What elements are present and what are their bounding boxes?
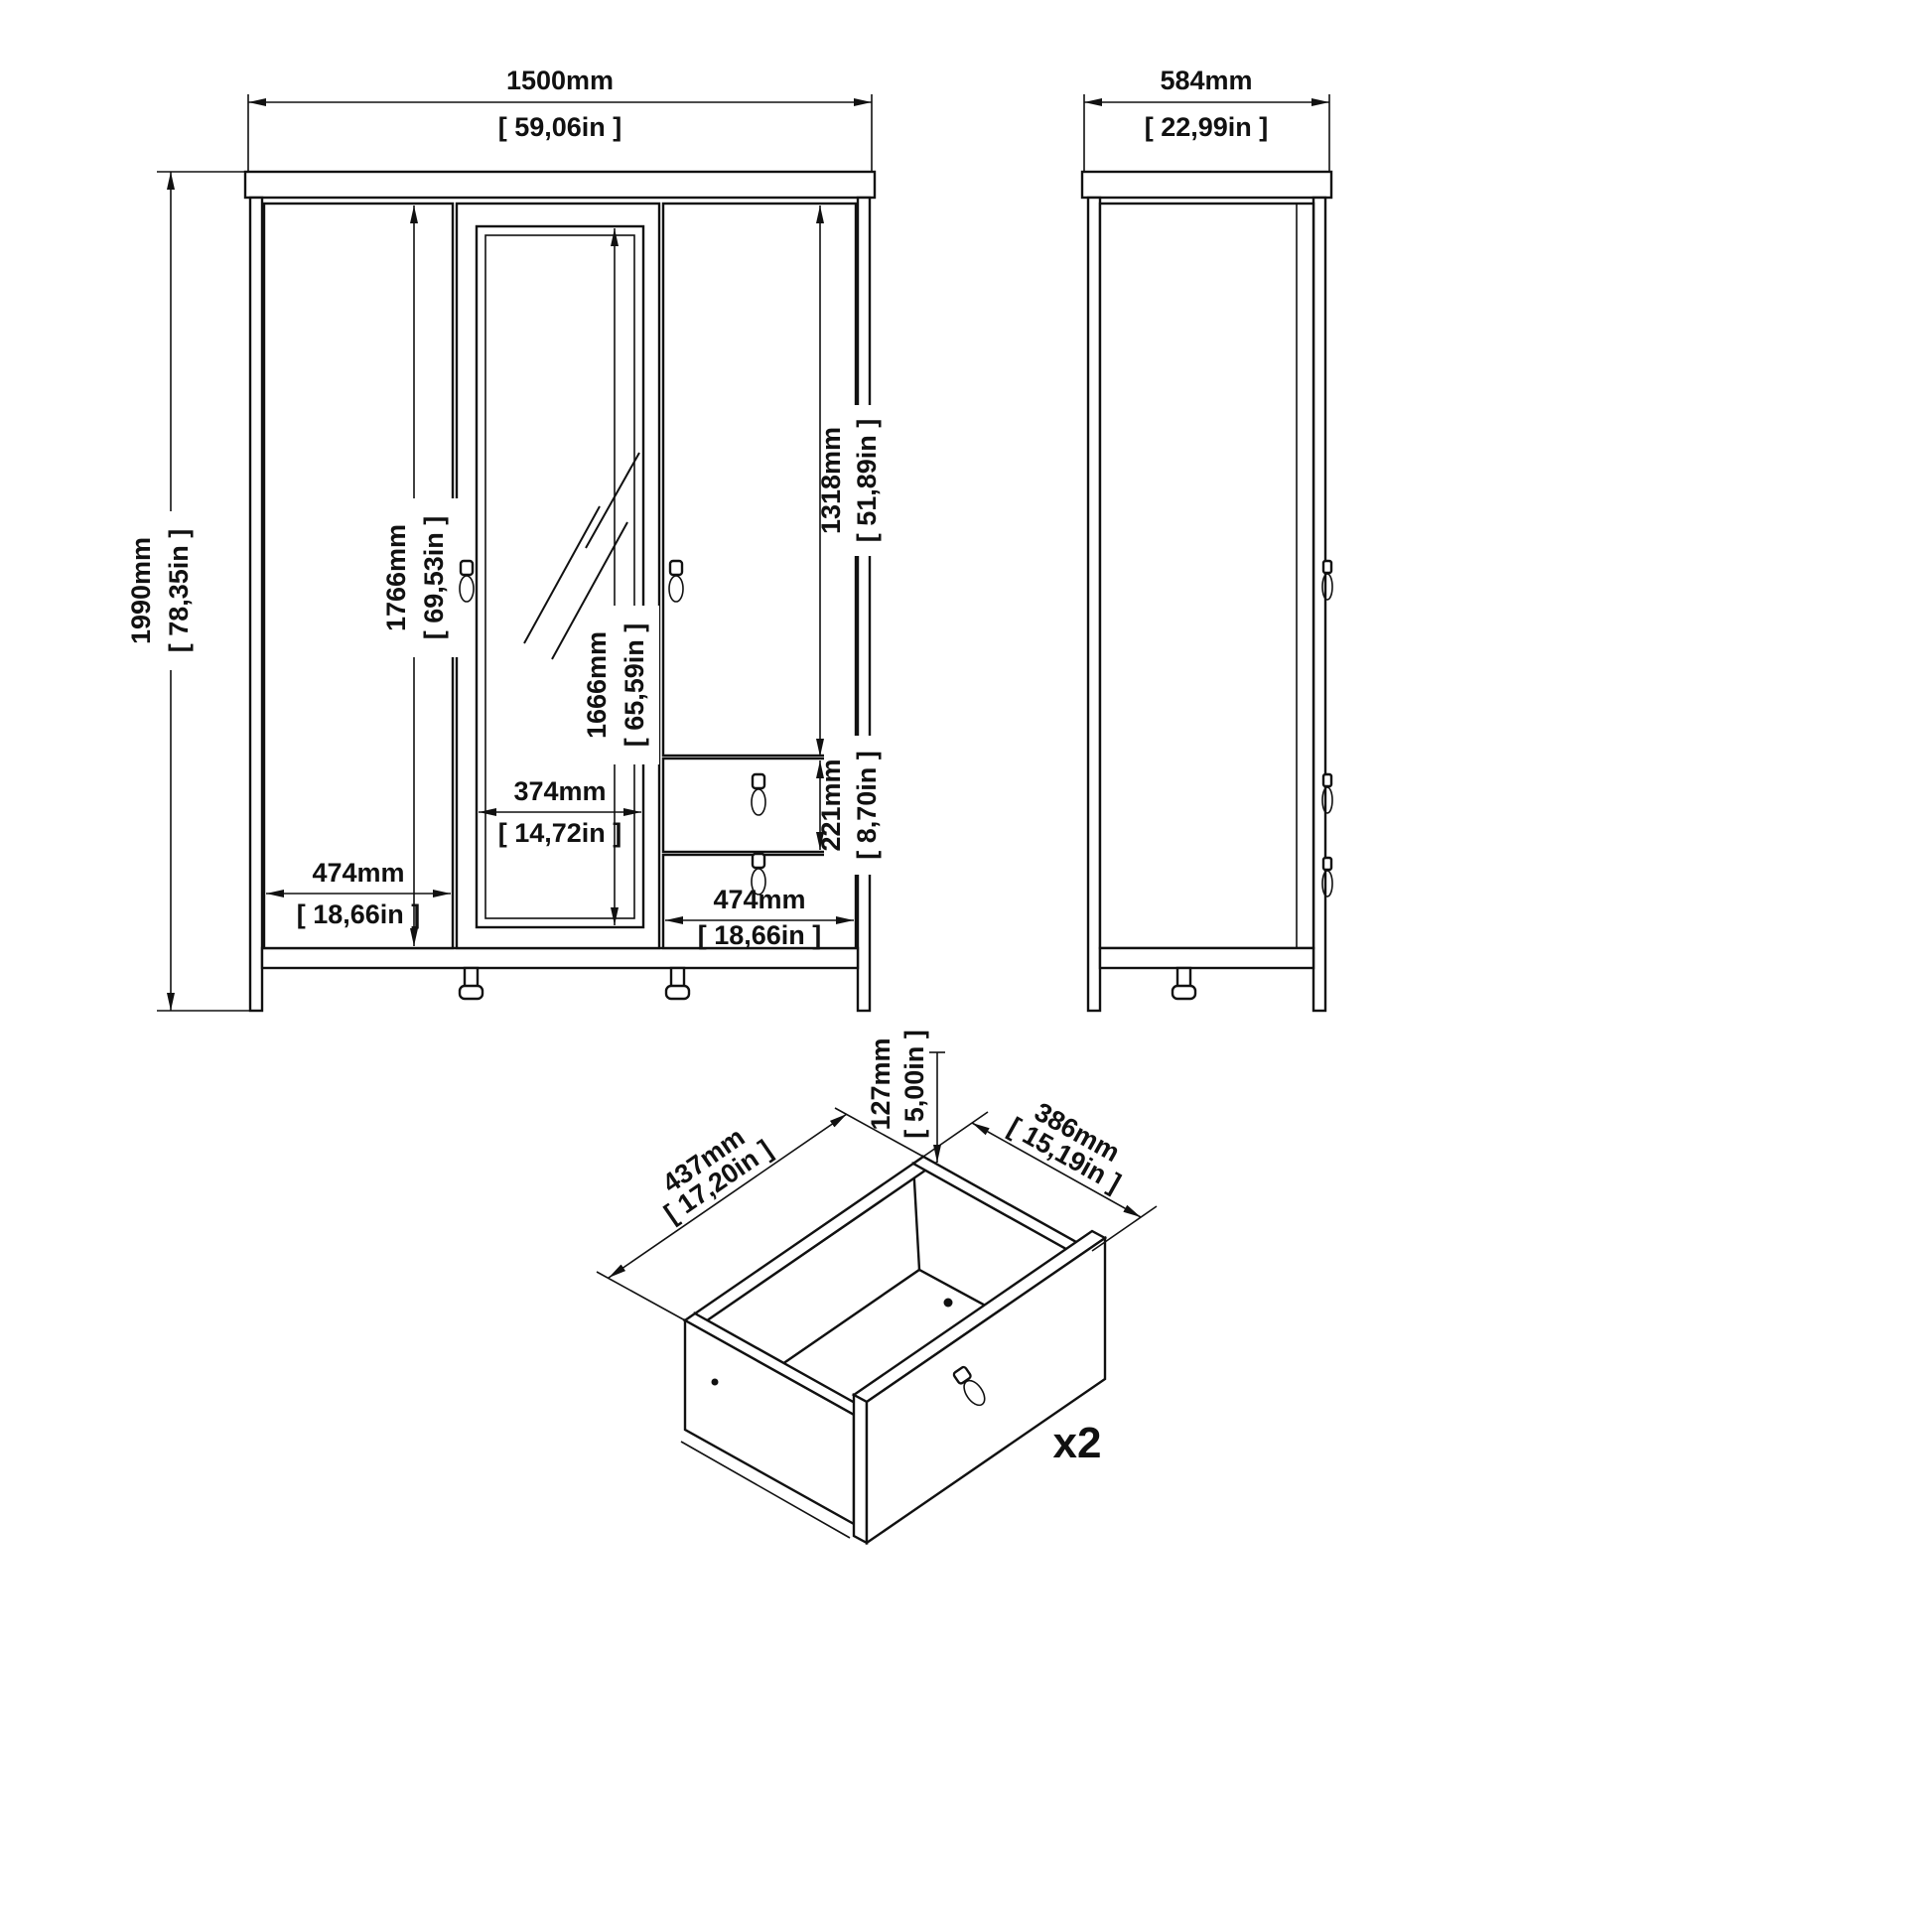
side-view: 584mm [ 22,99in ] (1080, 66, 1333, 1013)
mirror-glass (484, 234, 635, 919)
side-handle-profile (1321, 856, 1333, 897)
drawer-front-left-edge (852, 1392, 869, 1546)
side-handle-profile (1321, 559, 1333, 601)
drawer-quantity-label: x2 (1053, 1419, 1102, 1467)
door-handle (668, 559, 684, 603)
right-door-height-mm-label: 1318mm (816, 427, 846, 534)
left-door-width-mm-label: 474mm (312, 858, 404, 888)
mirror-height-in-label: [ 65,59in ] (620, 623, 649, 748)
mirror-glare-icon (523, 505, 601, 644)
right-door-height-label: 1318mm [ 51,89in ] (816, 405, 890, 556)
drawer-width-label: 437mm [ 17,20in ] (657, 1122, 777, 1229)
side-depth-mm-label: 584mm (1160, 66, 1252, 95)
drawer-front-handle (952, 1365, 986, 1407)
side-back-stile (1086, 196, 1102, 1013)
adjustable-foot (458, 966, 484, 1001)
mirror-height-mm-label: 1666mm (582, 631, 612, 739)
front-height-label: 1990mm [ 78,35in ] (126, 511, 204, 670)
door-height-mm-label: 1766mm (381, 524, 411, 631)
screw-dot (711, 1378, 719, 1386)
front-height-mm-label: 1990mm (126, 537, 156, 644)
front-width-mm-label: 1500mm (506, 66, 614, 95)
right-door-height-in-label: [ 51,89in ] (852, 419, 882, 543)
drawer-depth-dim-line (971, 1122, 1142, 1218)
door-handle (459, 559, 475, 603)
left-door-width-in-label: [ 18,66in ] (297, 899, 421, 929)
drawer-detail-height-in-label: [ 5,00in ] (899, 1030, 929, 1139)
drawer-height-label: 221mm [ 8,70in ] (816, 736, 890, 875)
side-bottom-rail (1098, 946, 1315, 970)
mirror-width-in-label: [ 14,72in ] (498, 818, 622, 848)
drawer-handle (751, 852, 766, 896)
front-view: 1500mm [ 59,06in ] 1990mm [ 78,35in ] 17… (126, 66, 890, 1013)
mirror-width-mm-label: 374mm (513, 776, 606, 806)
drawer-width-mm-label: 474mm (713, 885, 805, 914)
front-width-in-label: [ 59,06in ] (498, 112, 622, 142)
door-height-in-label: [ 69,53in ] (419, 516, 449, 640)
mirror-height-label: 1666mm [ 65,59in ] (582, 606, 659, 764)
side-depth-in-label: [ 22,99in ] (1145, 112, 1269, 142)
drawer-front-panel (865, 1235, 1107, 1546)
front-right-stile (856, 196, 872, 1013)
front-left-stile (248, 196, 264, 1013)
drawer-width-dim-line (608, 1113, 848, 1279)
side-panel (1098, 202, 1315, 950)
adjustable-foot (1171, 966, 1197, 1001)
adjustable-foot (664, 966, 691, 1001)
drawer-height-label-detail: 127mm [ 5,00in ] (866, 1030, 929, 1139)
drawer-depth-label: 386mm [ 15,19in ] (1004, 1097, 1126, 1198)
drawer-detail-height-mm-label: 127mm (866, 1037, 896, 1130)
front-height-in-label: [ 78,35in ] (164, 529, 194, 653)
drawer-detail-view: 437mm [ 17,20in ] 386mm [ 15,19in ] 127m… (596, 1030, 1158, 1546)
drawer-width-in-label: [ 18,66in ] (698, 920, 822, 950)
side-handle-profile (1321, 772, 1333, 814)
drawer-2 (661, 853, 858, 950)
door-height-label: 1766mm [ 69,53in ] (381, 498, 459, 657)
drawer-handle (751, 772, 766, 816)
drawer-height-mm-label: 221mm (816, 759, 846, 851)
drawer-slide-rail (680, 1441, 851, 1539)
front-cornice (243, 170, 877, 200)
drawer-height-in-label: [ 8,70in ] (852, 751, 882, 860)
side-cornice (1080, 170, 1333, 200)
screw-dot (943, 1298, 953, 1308)
front-bottom-rail (260, 946, 860, 970)
